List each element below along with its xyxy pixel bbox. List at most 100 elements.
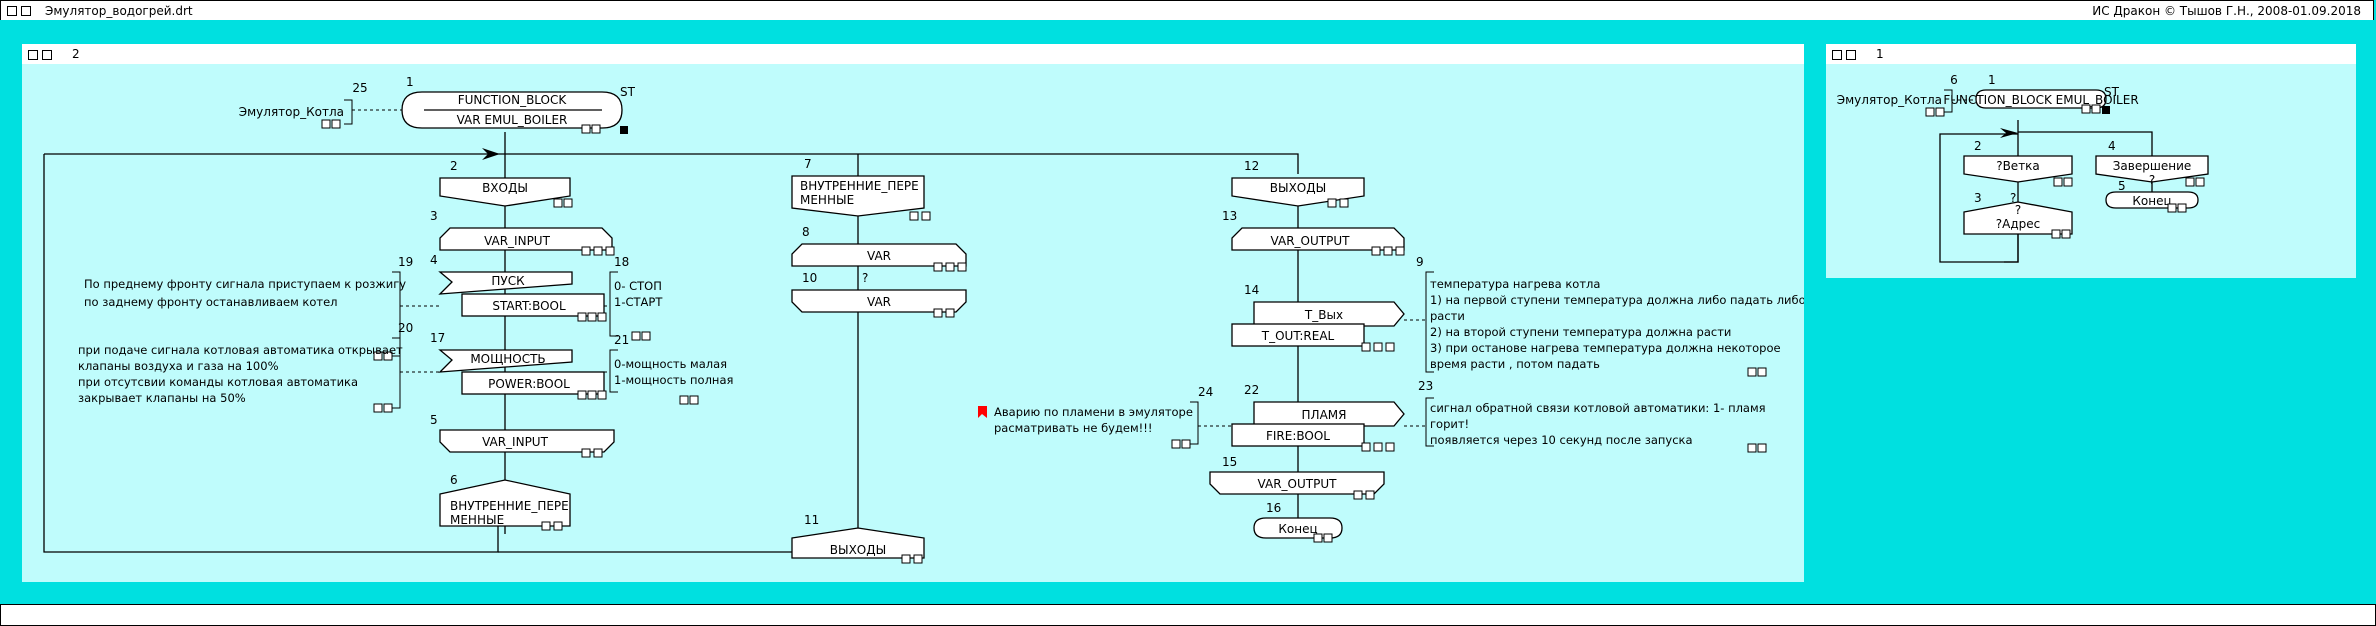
svg-text:при отсутсвии команды котловая: при отсутсвии команды котловая автоматик…	[78, 375, 358, 389]
copyright-text: ИС Дракон © Тышов Г.Н., 2008-01.09.2018	[2092, 4, 2361, 18]
diagram-panel-1[interactable]: 1 FUNCTION_BLOCK EMUL_BOILER 1 ST 6 Эмул…	[1826, 44, 2356, 278]
section-var-output[interactable]: VAR_OUTPUT	[1231, 227, 1405, 251]
svg-text:?: ?	[2015, 203, 2021, 217]
panel-menu-icon-2[interactable]	[42, 50, 52, 60]
section-end-var-input[interactable]: VAR_INPUT	[439, 429, 615, 453]
address-outputs[interactable]: ВЫХОДЫ	[791, 527, 925, 559]
diagram-panel-2[interactable]: 2 FUNCTION_BLOCK VAR EMUL_BOILER 1 ST	[22, 44, 1804, 582]
svg-text:1-мощность полная: 1-мощность полная	[614, 373, 733, 387]
svg-text:ПЛАМЯ: ПЛАМЯ	[1302, 408, 1347, 422]
svg-text:МЕННЫЕ: МЕННЫЕ	[450, 513, 504, 527]
output-t-out[interactable]: T_Вых T_OUT:REAL	[1231, 301, 1405, 347]
svg-text:VAR_INPUT: VAR_INPUT	[484, 234, 551, 248]
panel-header: 1	[1826, 44, 2356, 64]
svg-text:Аварию по пламени в эмуляторе: Аварию по пламени в эмуляторе	[994, 405, 1193, 419]
loop-top-line	[44, 153, 1299, 174]
svg-text:ВНУТРЕННИЕ_ПЕРЕ: ВНУТРЕННИЕ_ПЕРЕ	[800, 179, 919, 193]
svg-text:1-СТАРТ: 1-СТАРТ	[614, 295, 663, 309]
svg-text:время расти , потом падать: время расти , потом падать	[1430, 357, 1600, 371]
window-title: Эмулятор_водогрей.drt	[45, 4, 193, 18]
svg-text:0-мощность малая: 0-мощность малая	[614, 357, 727, 371]
svg-text:T_OUT:REAL: T_OUT:REAL	[1261, 329, 1335, 343]
svg-text:22: 22	[1244, 383, 1259, 397]
svg-text:сигнал обратной связи котловой: сигнал обратной связи котловой автоматик…	[1430, 401, 1766, 415]
svg-text:1: 1	[1988, 73, 1996, 87]
svg-text:VAR: VAR	[867, 249, 891, 263]
svg-text:Конец: Конец	[2132, 194, 2171, 208]
diagram-canvas: FUNCTION_BLOCK VAR EMUL_BOILER 1 ST 25 Э…	[43, 75, 1804, 564]
breakpoint-icon[interactable]	[620, 126, 628, 134]
svg-text:МЕННЫЕ: МЕННЫЕ	[800, 193, 854, 207]
svg-text:?: ?	[862, 271, 868, 285]
svg-text:14: 14	[1244, 283, 1259, 297]
svg-text:клапаны воздуха и газа на 100%: клапаны воздуха и газа на 100%	[78, 359, 279, 373]
diagram-name: Эмулятор_Котла	[1837, 93, 1942, 107]
svg-text:VAR_OUTPUT: VAR_OUTPUT	[1271, 234, 1351, 248]
svg-text:VAR_OUTPUT: VAR_OUTPUT	[1258, 477, 1338, 491]
section-var-input[interactable]: VAR_INPUT	[439, 227, 613, 251]
window-menu-icon[interactable]	[7, 6, 17, 16]
svg-text:?Адрес: ?Адрес	[1996, 217, 2040, 231]
svg-text:9: 9	[1416, 255, 1424, 269]
svg-text:FUNCTION_BLOCK: FUNCTION_BLOCK	[458, 93, 568, 107]
svg-text:закрывает клапаны на 50%: закрывает клапаны на 50%	[78, 391, 246, 405]
svg-text:по заднему фронту останавливае: по заднему фронту останавливаем котел	[84, 295, 338, 309]
svg-text:VAR: VAR	[867, 295, 891, 309]
title-block[interactable]: FUNCTION_BLOCK EMUL_BOILER	[1943, 89, 2139, 109]
section-end-var[interactable]: VAR	[791, 289, 967, 313]
svg-text:Завершение: Завершение	[2113, 159, 2192, 173]
panel-menu-icon[interactable]	[28, 50, 38, 60]
window-title-bar: Эмулятор_водогрей.drt ИС Дракон © Тышов …	[0, 0, 2374, 20]
svg-text:ST: ST	[2104, 85, 2120, 99]
svg-text:19: 19	[398, 255, 413, 269]
input-start[interactable]: ПУСК START:BOOL	[438, 271, 605, 317]
address-adres[interactable]: ? ?Адрес	[1963, 201, 2073, 235]
svg-text:3: 3	[430, 209, 438, 223]
branch-header-internal-vars[interactable]: ВНУТРЕННИЕ_ПЕРЕ МЕННЫЕ	[791, 175, 925, 217]
svg-text:10: 10	[802, 271, 817, 285]
address-internal-vars[interactable]: ВНУТРЕННИЕ_ПЕРЕ МЕННЫЕ	[439, 479, 571, 527]
svg-text:горит!: горит!	[1430, 417, 1469, 431]
svg-text:4: 4	[430, 253, 438, 267]
title-block[interactable]: FUNCTION_BLOCK VAR EMUL_BOILER	[401, 91, 623, 129]
panel-menu-icon-2[interactable]	[1846, 50, 1856, 60]
svg-text:POWER:BOOL: POWER:BOOL	[488, 377, 570, 391]
panel-menu-icon[interactable]	[1832, 50, 1842, 60]
svg-text:появляется через 10 секунд пос: появляется через 10 секунд после запуска	[1430, 433, 1693, 447]
svg-text:13: 13	[1222, 209, 1237, 223]
svg-text:FUNCTION_BLOCK EMUL_BOILER: FUNCTION_BLOCK EMUL_BOILER	[1943, 93, 2138, 107]
svg-text:3: 3	[1974, 191, 1982, 205]
svg-text:16: 16	[1266, 501, 1281, 515]
bookmark-icon[interactable]	[978, 406, 987, 418]
svg-text:?: ?	[2010, 191, 2016, 205]
branch-header-inputs[interactable]: ВХОДЫ	[439, 177, 571, 207]
svg-text:температура нагрева котла: температура нагрева котла	[1430, 277, 1600, 291]
input-power[interactable]: МОЩНОСТЬ POWER:BOOL	[438, 349, 605, 395]
branch-header-finish[interactable]: Завершение ?	[2095, 155, 2209, 187]
svg-text:5: 5	[2118, 179, 2126, 193]
svg-text:ВНУТРЕННИЕ_ПЕРЕ: ВНУТРЕННИЕ_ПЕРЕ	[450, 499, 569, 513]
section-end-var-output[interactable]: VAR_OUTPUT	[1209, 471, 1385, 495]
svg-text:ПУСК: ПУСК	[491, 274, 525, 288]
loop-left-line	[43, 154, 499, 553]
window-menu-icon-2[interactable]	[21, 6, 31, 16]
svg-text:при подаче сигнала котловая ав: при подаче сигнала котловая автоматика о…	[78, 343, 403, 357]
st-tag: ST	[620, 85, 636, 99]
diagram-canvas-small: FUNCTION_BLOCK EMUL_BOILER 1 ST 6 Эмулят…	[1837, 73, 2209, 263]
svg-text:?Ветка: ?Ветка	[1996, 159, 2040, 173]
status-bar	[0, 604, 2376, 626]
svg-text:расматривать не будем!!!: расматривать не будем!!!	[994, 421, 1153, 435]
svg-text:Конец: Конец	[1278, 522, 1317, 536]
end-terminator[interactable]: Конец	[1253, 517, 1343, 539]
output-fire[interactable]: ПЛАМЯ FIRE:BOOL	[1231, 401, 1405, 447]
svg-text:4: 4	[2108, 139, 2116, 153]
breakpoint-icon[interactable]	[2102, 106, 2110, 114]
branch-header-vetka[interactable]: ?Ветка	[1963, 155, 2073, 183]
svg-text:5: 5	[430, 413, 438, 427]
svg-text:6: 6	[450, 473, 458, 487]
svg-text:15: 15	[1222, 455, 1237, 469]
svg-text:2) на второй ступени температу: 2) на второй ступени температура должна …	[1430, 325, 1731, 339]
svg-text:?: ?	[2149, 173, 2155, 187]
svg-text:6: 6	[1950, 73, 1958, 87]
svg-text:21: 21	[614, 333, 629, 347]
